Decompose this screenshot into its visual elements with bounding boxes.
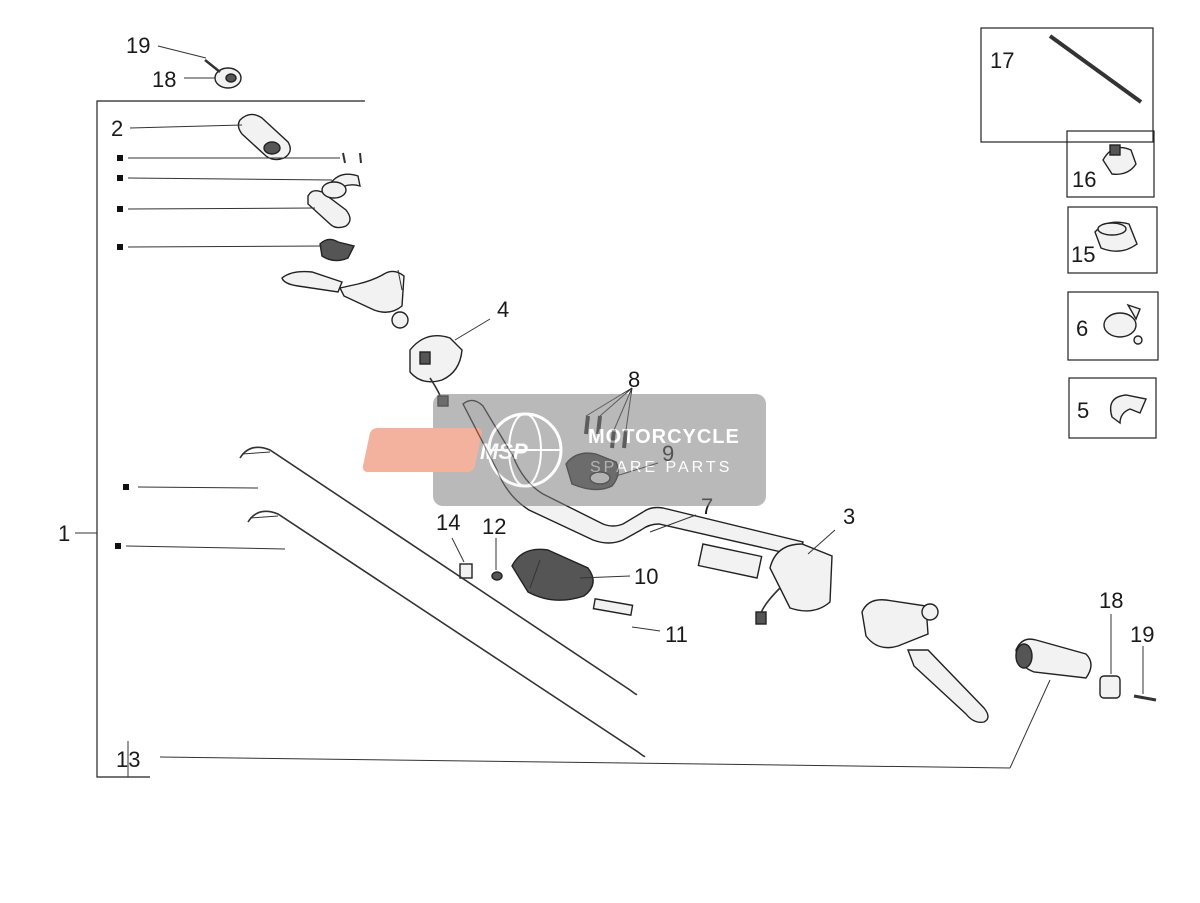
right-switch-3 bbox=[755, 543, 833, 625]
callout-2: 2 bbox=[111, 116, 123, 141]
callout-4: 4 bbox=[497, 297, 509, 322]
grip-end-weight-18-top bbox=[214, 67, 242, 89]
left-grip-2 bbox=[237, 113, 291, 161]
grip-end-screw-19-top bbox=[204, 59, 221, 73]
kit-throttle-housing bbox=[319, 238, 356, 262]
callout-17: 17 bbox=[990, 48, 1014, 73]
boxed-part-17 bbox=[980, 27, 1154, 143]
pin-11 bbox=[592, 597, 634, 617]
right-grip bbox=[1015, 638, 1092, 679]
callout-8: 8 bbox=[628, 367, 640, 392]
watermark-logo: MSP bbox=[480, 439, 528, 464]
lower-clamp-10 bbox=[511, 548, 594, 601]
callout-18-right: 18 bbox=[1099, 588, 1123, 613]
callout-12: 12 bbox=[482, 514, 506, 539]
grip-end-weight-18-right bbox=[1099, 675, 1121, 699]
kit-throttle-tube bbox=[307, 181, 351, 229]
callout-18-top: 18 bbox=[152, 67, 176, 92]
watermark-line2: SPARE PARTS bbox=[590, 459, 732, 476]
boxed-part-6 bbox=[1067, 291, 1159, 361]
boxed-part-5 bbox=[1068, 377, 1157, 439]
left-master-cylinder-lever bbox=[281, 269, 409, 329]
washer-12 bbox=[491, 571, 503, 581]
watermark-background bbox=[433, 394, 766, 506]
boxed-part-15 bbox=[1067, 206, 1158, 274]
callout-1: 1 bbox=[58, 521, 70, 546]
callout-10: 10 bbox=[634, 564, 658, 589]
callout-13: 13 bbox=[116, 747, 140, 772]
kit-frame bbox=[75, 100, 365, 778]
callout-19-right: 19 bbox=[1130, 622, 1154, 647]
callout-19-top: 19 bbox=[126, 33, 150, 58]
nut-14 bbox=[459, 563, 473, 579]
callout-5: 5 bbox=[1077, 398, 1089, 423]
callout-14: 14 bbox=[436, 510, 460, 535]
watermark-logo-badge bbox=[362, 428, 482, 472]
throttle-cables bbox=[239, 446, 646, 758]
grip-end-screw-19-right bbox=[1133, 694, 1157, 702]
callout-11: 11 bbox=[665, 622, 688, 647]
callout-16: 16 bbox=[1072, 167, 1096, 192]
kit-screws bbox=[342, 152, 362, 164]
callout-15: 15 bbox=[1071, 242, 1095, 267]
right-master-cylinder-lever bbox=[861, 599, 989, 724]
watermark: MSP MOTORCYCLE SPARE PARTS bbox=[362, 394, 766, 506]
boxed-part-16 bbox=[1066, 130, 1155, 198]
callout-6: 6 bbox=[1076, 316, 1088, 341]
callout-3: 3 bbox=[843, 504, 855, 529]
watermark-line1: MOTORCYCLE bbox=[588, 426, 740, 448]
kit-bullets bbox=[115, 155, 129, 549]
